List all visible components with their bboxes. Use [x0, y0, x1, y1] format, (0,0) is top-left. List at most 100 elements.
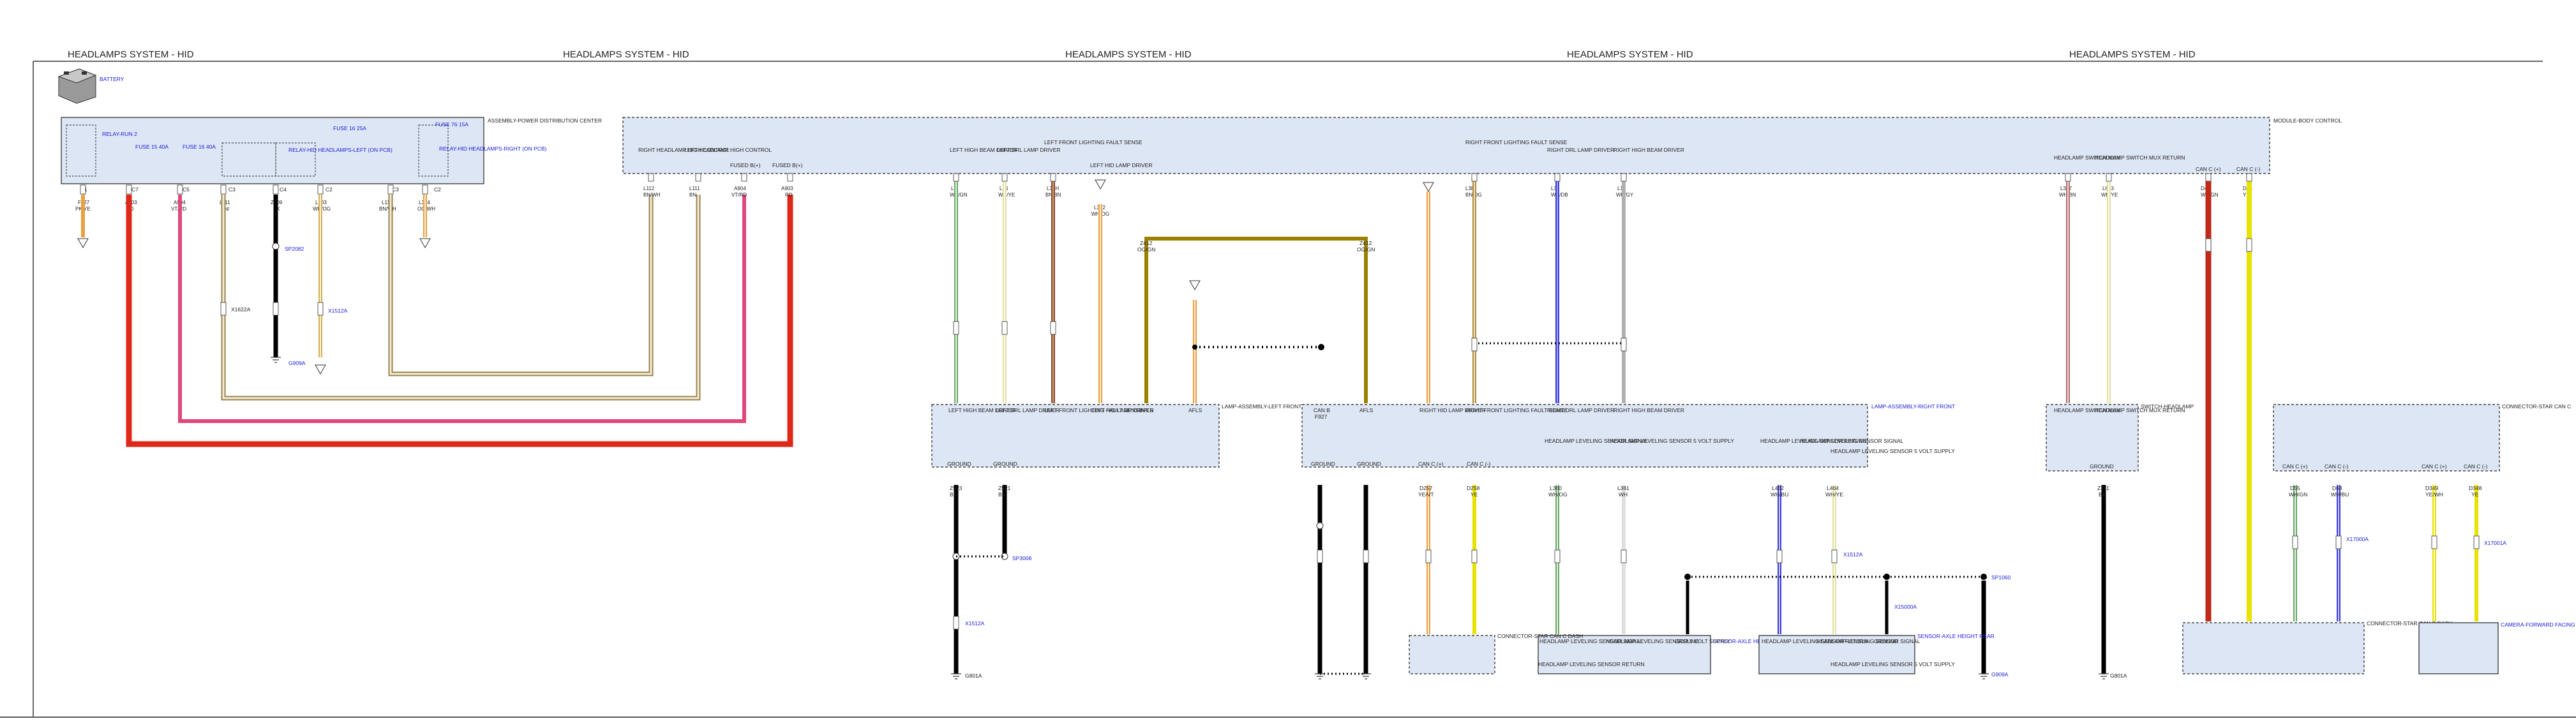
- svg-text:LEFT HID LAMP DRIVER: LEFT HID LAMP DRIVER: [1090, 162, 1152, 168]
- can-c-dash-connector-right: [2182, 622, 2365, 674]
- svg-text:GROUND: GROUND: [1357, 461, 1381, 467]
- page-header-2: HEADLAMPS SYSTEM - HID: [563, 49, 689, 60]
- svg-text:HEADLAMP LEVELING SENSOR SIGNA: HEADLAMP LEVELING SENSOR SIGNAL: [1545, 438, 1649, 444]
- can-c-dash-mid-name: CONNECTOR-STAR CAN C DASH: [1497, 633, 1583, 639]
- svg-text:WH: WH: [1619, 491, 1628, 498]
- svg-text:L112: L112: [643, 186, 655, 191]
- battery-label: BATTERY: [100, 76, 124, 82]
- svg-text:FUSED B(+): FUSED B(+): [730, 162, 761, 168]
- left-lamp-name: LAMP-ASSEMBLY-LEFT FRONT: [1222, 403, 1301, 410]
- svg-text:CAN C (+): CAN C (+): [2196, 166, 2221, 172]
- switch-pin-1: HEADLAMP SWITCH MUX: [2054, 407, 2120, 413]
- svg-text:WH/YE: WH/YE: [998, 192, 1015, 198]
- relay-run2: RELAY-RUN 2: [102, 131, 137, 137]
- pdc-box: [61, 117, 484, 184]
- rear-sensor-pin-4: GROUND: [1874, 638, 1898, 644]
- body-control-module: [622, 117, 2270, 174]
- page-header-1: HEADLAMPS SYSTEM - HID: [68, 49, 194, 60]
- front-axle-height-sensor: [1538, 635, 1711, 674]
- pdc-pin-4: C3: [228, 186, 236, 193]
- can-wire-1-color: WH/GN: [2289, 491, 2307, 498]
- wire-color: BN/WH: [379, 206, 396, 212]
- afls-wire-code: Z412: [1140, 240, 1153, 246]
- splice-x1512a: X1512A: [328, 308, 348, 314]
- svg-text:RIGHT HIGH BEAM DRIVER: RIGHT HIGH BEAM DRIVER: [1614, 147, 1684, 153]
- relay-hid-left: RELAY-HID HEADLAMPS-LEFT (ON PCB): [288, 147, 393, 153]
- switch-pin-3: GROUND: [2090, 463, 2114, 470]
- sensor-splice-1: SP1060: [1991, 574, 2011, 581]
- right-lamp-name: LAMP-ASSEMBLY-RIGHT FRONT: [1871, 403, 1955, 410]
- switch-wire-code: Z311: [2097, 485, 2109, 491]
- fuse-15: FUSE 15 40A: [135, 144, 168, 150]
- fuse-76: FUSE 76 15A: [435, 121, 468, 128]
- svg-text:HEADLAMP LEVELING SENSOR 5 VOL: HEADLAMP LEVELING SENSOR 5 VOLT SUPPLY: [1831, 448, 1955, 454]
- rear-sensor-name: SENSOR-AXLE HEIGHT REAR: [1917, 633, 1995, 639]
- ground-symbols: [271, 357, 2109, 680]
- can-splice-2: X17001A: [2484, 540, 2506, 546]
- svg-text:RIGHT FRONT LIGHTING FAULT SEN: RIGHT FRONT LIGHTING FAULT SENSE: [1465, 407, 1568, 413]
- svg-text:BK: BK: [950, 491, 957, 498]
- sensor-splice-2: X15000A: [1894, 604, 1917, 610]
- pdc-ground: G909A: [288, 360, 306, 366]
- svg-text:GROUND: GROUND: [947, 461, 971, 467]
- can-wire-3-color: YE/WH: [2425, 491, 2443, 498]
- page-header-4: HEADLAMPS SYSTEM - HID: [1567, 49, 1693, 60]
- svg-text:F927: F927: [1315, 413, 1328, 420]
- left-splice-x: X1512A: [965, 620, 985, 627]
- svg-text:L2: L2: [951, 186, 957, 191]
- rear-axle-height-sensor: [1758, 635, 1915, 674]
- rear-sensor-pin-2: HEADLAMP LEVELING SENSOR SIGNAL: [1816, 638, 1921, 644]
- svg-text:GROUND: GROUND: [1311, 461, 1335, 467]
- front-sensor-pin-2: HEADLAMP LEVELING SENSOR 5 VOLT SUPPLY: [1606, 638, 1730, 644]
- front-sensor-pin-3: HEADLAMP LEVELING SENSOR RETURN: [1538, 661, 1645, 667]
- svg-text:Z921: Z921: [998, 485, 1011, 491]
- svg-text:RIGHT HEADLAMP HIGH CONTROL: RIGHT HEADLAMP HIGH CONTROL: [638, 147, 730, 153]
- left-splice-sp: SP3008: [1012, 555, 1032, 561]
- pdc-pin-3: C5: [183, 186, 190, 193]
- svg-text:BK: BK: [998, 491, 1006, 498]
- headlamp-switch: [2046, 404, 2139, 472]
- can-wires: [2293, 485, 2478, 621]
- can-wire-4-color: YE: [2471, 491, 2479, 498]
- pdc-pin-7: C3: [392, 186, 399, 193]
- can-wire-1: D55: [2290, 485, 2300, 491]
- svg-text:WH/GN: WH/GN: [950, 192, 968, 198]
- afls-wire-code-2: Z412: [1359, 240, 1372, 246]
- front-sensor-pin-1: HEADLAMP LEVELING SENSOR SIGNAL: [1539, 638, 1644, 644]
- svg-text:YE: YE: [1471, 491, 1478, 498]
- afls-wire-color-2: OG/GN: [1357, 246, 1375, 253]
- svg-text:L360: L360: [1550, 485, 1562, 491]
- svg-text:Z923: Z923: [950, 485, 962, 491]
- rear-sensor-pin-1: HEADLAMP LEVELING SENSOR RETURN: [1762, 638, 1868, 644]
- svg-text:WH/DB: WH/DB: [1551, 192, 1568, 198]
- svg-text:L462: L462: [1772, 485, 1784, 491]
- svg-text:HEADLAMP LEVELING SENSOR 5 VOL: HEADLAMP LEVELING SENSOR 5 VOLT SUPPLY: [1610, 438, 1734, 444]
- afls-wire-color: OG/GN: [1137, 246, 1155, 253]
- switch-wire-color: BK: [2099, 491, 2106, 498]
- can-c-label-4: CAN C (-): [2464, 463, 2487, 470]
- forward-camera: [2418, 622, 2499, 674]
- svg-text:LEFT FRONT LIGHTING FAULT SENS: LEFT FRONT LIGHTING FAULT SENSE: [1044, 139, 1142, 145]
- left-lamp-pins: LEFT HIGH BEAM DRIVER LEFT DRL LAMP DRIV…: [947, 407, 1202, 498]
- battery-icon: [57, 68, 97, 104]
- svg-text:AFLS: AFLS: [1188, 407, 1202, 413]
- svg-text:A904: A904: [734, 186, 746, 191]
- splice-x1622a: X1622A: [231, 306, 251, 313]
- switch-wires: [2066, 179, 2252, 674]
- can-c-label-2: CAN C (-): [2325, 463, 2348, 470]
- svg-text:HEADLAMP SWITCH MUX: HEADLAMP SWITCH MUX: [2054, 154, 2120, 161]
- svg-text:CAN C (-): CAN C (-): [2236, 166, 2260, 172]
- page-header-3: HEADLAMPS SYSTEM - HID: [1065, 49, 1192, 60]
- svg-text:WH/BU: WH/BU: [1771, 491, 1788, 498]
- can-c-dash-connector-mid: [1409, 635, 1495, 674]
- svg-text:RD: RD: [785, 192, 793, 198]
- rear-sensor-pin-3: HEADLAMP LEVELING SENSOR 5 VOLT SUPPLY: [1831, 661, 1955, 667]
- svg-text:FUSED B(+): FUSED B(+): [772, 162, 803, 168]
- power-distribution-center: BATTERY ASSEMBLY-POWER DISTRIBUTION CENT…: [57, 68, 602, 366]
- svg-text:RIGHT DRL LAMP DRIVER: RIGHT DRL LAMP DRIVER: [1547, 407, 1614, 413]
- svg-text:LEFT HID LAMP DRIVER: LEFT HID LAMP DRIVER: [1091, 407, 1153, 413]
- svg-text:D257: D257: [1419, 485, 1433, 491]
- switch-pin-2: HEADLAMP SWITCH MUX RETURN: [2095, 407, 2185, 413]
- svg-text:RIGHT HIGH BEAM DRIVER: RIGHT HIGH BEAM DRIVER: [1614, 407, 1684, 413]
